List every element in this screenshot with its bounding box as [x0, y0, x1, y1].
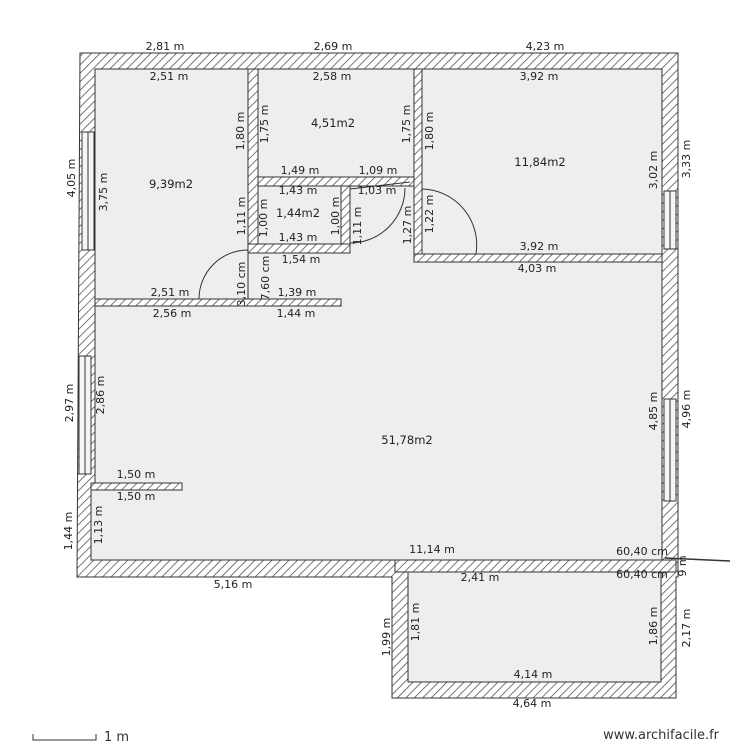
wall-bottom-strip [394, 559, 677, 573]
dim-annex-right-in: 1,86 m [647, 607, 660, 646]
door-right-room [421, 188, 478, 255]
dim-annex-left-out: 1,99 m [380, 618, 393, 657]
wall-right-room-bottom [413, 253, 663, 263]
dim-annex-left-in: 1,81 m [409, 603, 422, 642]
wall-stub [90, 482, 183, 491]
dim-right-room-left-h: 1,80 m [423, 112, 436, 151]
dim-left-room-height-out: 4,05 m [65, 159, 78, 198]
dim-left-room-top: 2,51 m [150, 70, 189, 83]
site-credit: www.archifacile.fr [603, 728, 719, 743]
dim-right-room-top: 3,92 m [520, 70, 559, 83]
dim-living-bottom-in: 11,14 m [409, 543, 455, 556]
dim-corridor-left-top: 2,51 m [151, 286, 190, 299]
dim-left-room-right-h: 1,80 m [234, 112, 247, 151]
dim-corridor-a: 3,10 cm [235, 262, 248, 307]
area-living: 51,78m2 [381, 433, 432, 447]
wall-corridor [94, 298, 342, 307]
dim-corridor-left-bottom: 2,56 m [153, 307, 192, 320]
dim-step-tiny: 9 m [676, 555, 689, 576]
interior-walls [90, 68, 677, 573]
dim-right-room-door-h2: 1,27 m [401, 206, 414, 245]
dim-corridor-wall-bottom: 1,44 m [277, 307, 316, 320]
dim-wc-top: 1,43 m [279, 184, 318, 197]
dim-top-3: 4,23 m [526, 40, 565, 53]
scale-label: 1 m [104, 730, 129, 745]
dim-living-right-in: 4,85 m [647, 392, 660, 431]
room-right-floor [421, 68, 663, 255]
dim-mid-room-left-h: 1,75 m [258, 105, 271, 144]
dim-wc-right-in: 1,00 m [329, 197, 342, 236]
dim-step-top: 60,40 cm [616, 545, 668, 558]
dim-wc-left-out: 1,11 m [235, 197, 248, 236]
dim-living-right-out: 4,96 m [680, 390, 693, 429]
wall-mid-right [413, 68, 423, 256]
area-room-right: 11,84m2 [514, 155, 565, 169]
wall-wc-bottom [247, 243, 351, 254]
area-room-left: 9,39m2 [149, 177, 193, 191]
door-left-room [198, 249, 249, 300]
scale-bar: 1 m [32, 730, 129, 745]
dim-stub-bottom: 1,50 m [117, 490, 156, 503]
dim-top-2: 2,69 m [314, 40, 353, 53]
dim-mid-room-right-h: 1,75 m [400, 105, 413, 144]
floor-areas [90, 68, 663, 683]
dim-wc-bottom: 1,43 m [279, 231, 318, 244]
dim-mid-room-bottom: 1,49 m [281, 164, 320, 177]
wall-wc-right [340, 185, 351, 249]
dim-closet-top: 1,09 m [359, 164, 398, 177]
dim-annex-bottom-out: 4,64 m [513, 697, 552, 710]
dim-closet-bottom: 1,03 m [358, 184, 397, 197]
dim-right-room-height-in: 3,02 m [647, 151, 660, 190]
dim-annex-right-out: 2,17 m [680, 609, 693, 648]
dim-living-low-left-in: 1,13 m [92, 506, 105, 545]
area-wc: 1,44m2 [276, 206, 320, 220]
door-closet [349, 187, 406, 244]
dim-step-bottom: 60,40 cm [616, 568, 668, 581]
area-room-mid: 4,51m2 [311, 116, 355, 130]
dim-living-left-in: 2,86 m [94, 376, 107, 415]
dim-wc-under: 1,54 m [282, 253, 321, 266]
dim-corridor-wall-top: 1,39 m [278, 286, 317, 299]
wall-mid-bottom [257, 176, 415, 187]
dim-living-bottom-out: 5,16 m [214, 578, 253, 591]
dim-right-room-bottom-in: 3,92 m [520, 240, 559, 253]
dim-living-left-out: 2,97 m [63, 384, 76, 423]
dim-stub-top: 1,50 m [117, 468, 156, 481]
dim-annex-top: 2,41 m [461, 571, 500, 584]
dim-mid-room-top: 2,58 m [313, 70, 352, 83]
dim-right-room-door-h: 1,22 m [423, 195, 436, 234]
annex-floor [407, 571, 662, 683]
dim-top-1: 2,81 m [146, 40, 185, 53]
dim-corridor-b: 7,60 cm [259, 256, 272, 301]
dim-annex-bottom-in: 4,14 m [514, 668, 553, 681]
dim-left-room-height-in: 3,75 m [97, 173, 110, 212]
dim-wc-left-in: 1,00 m [257, 199, 270, 238]
dim-right-room-bottom-out: 4,03 m [518, 262, 557, 275]
doors [198, 181, 731, 562]
room-areas: 9,39m2 4,51m2 11,84m2 1,44m2 51,78m2 [149, 116, 566, 447]
dimension-labels: 2,81 m 2,69 m 4,23 m 2,51 m 2,58 m 3,92 … [62, 40, 693, 710]
windows [78, 131, 677, 502]
dim-living-low-left-out: 1,44 m [62, 512, 75, 551]
room-left-floor [94, 68, 249, 300]
dim-wc-right-out: 1,11 m [351, 207, 364, 246]
dim-right-room-height-out: 3,33 m [680, 140, 693, 179]
